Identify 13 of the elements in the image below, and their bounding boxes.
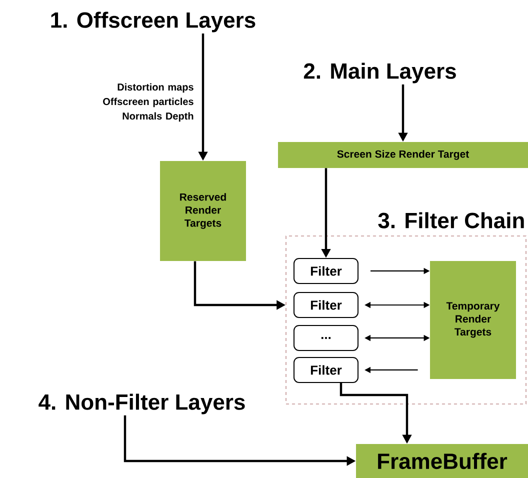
render-target-box: Temporary Render Targets <box>430 261 516 379</box>
framebuffer-box: FrameBuffer <box>356 444 528 478</box>
heading-text: 1. Offscreen Layers <box>51 12 256 32</box>
heading-text: 2. Main Layers <box>304 62 456 84</box>
edge-label: Distortion maps Offscreen particles Normals Depth <box>103 83 194 122</box>
heading-text: 4. Non-Filter Layers <box>38 394 245 414</box>
filter-box: ... <box>294 324 358 351</box>
filter-box: Filter <box>294 356 358 383</box>
render-target-bar: Screen Size Render Target <box>278 142 528 168</box>
filter-box: Filter <box>294 292 358 318</box>
filter-box: Filter <box>294 258 358 284</box>
render-target-box: Reserved Render Targets <box>160 161 246 261</box>
node-label: 3. Filter Chain <box>378 212 524 228</box>
